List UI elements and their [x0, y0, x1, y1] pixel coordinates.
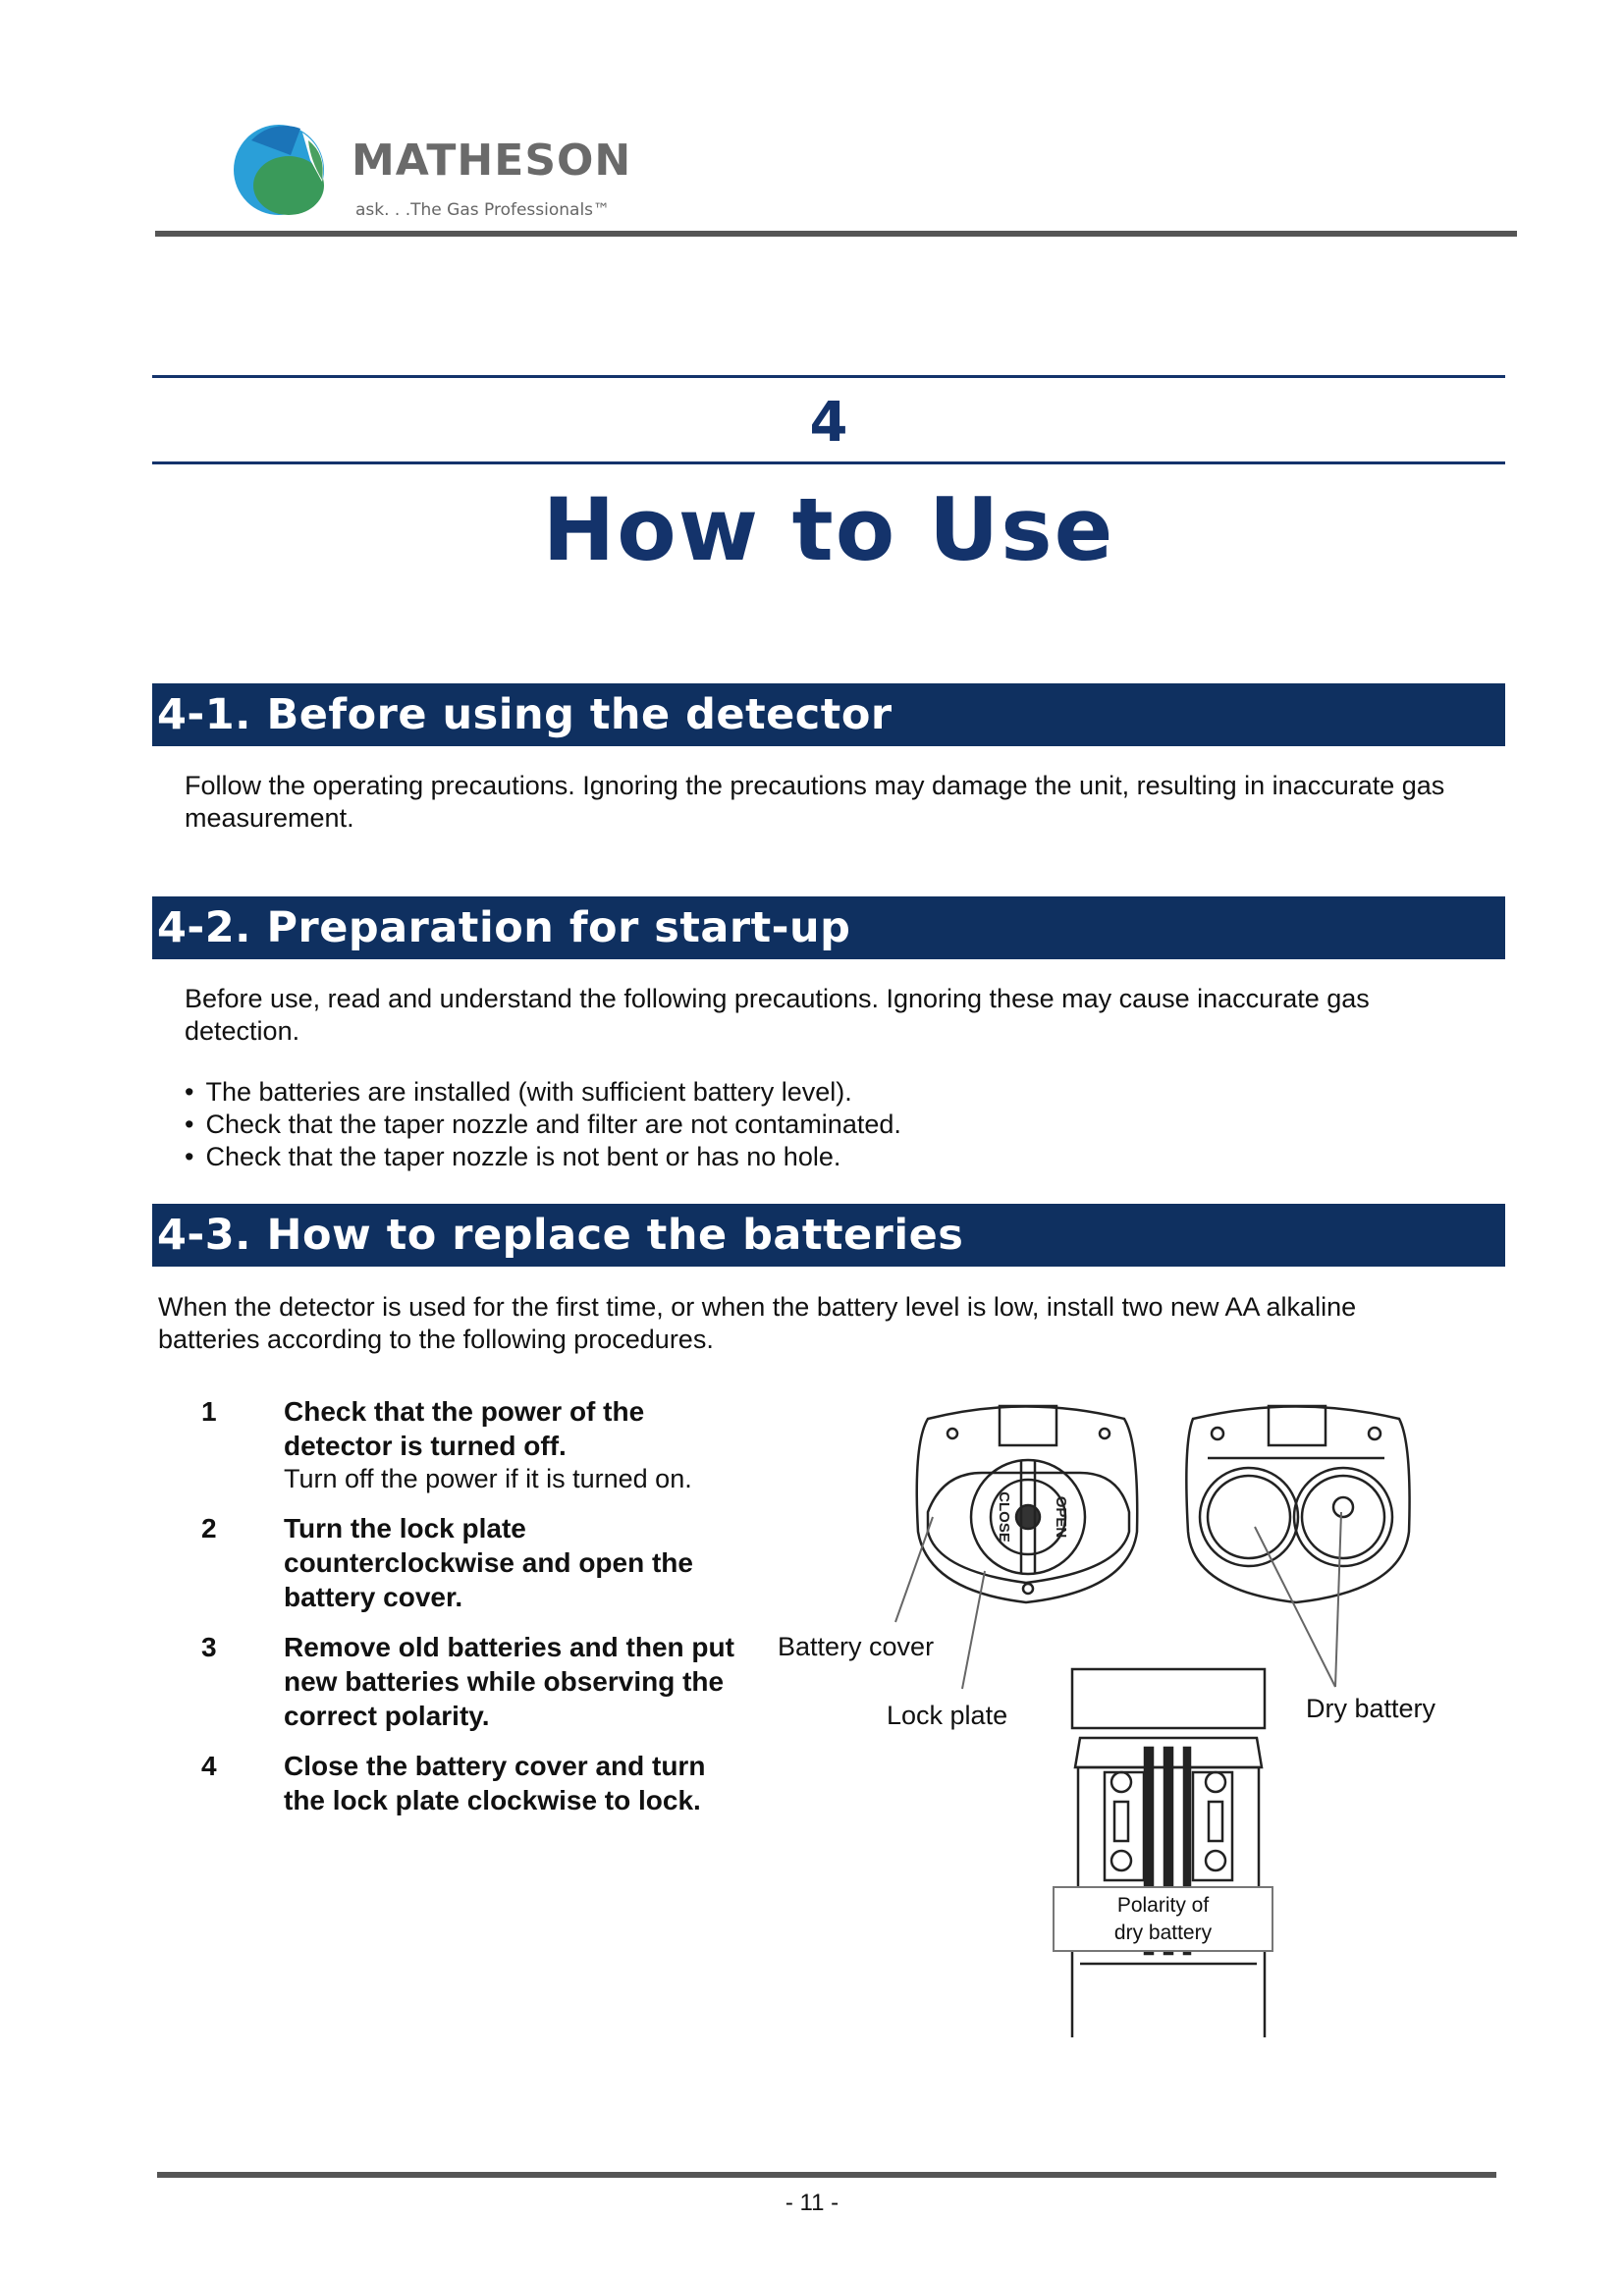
- step-number: 4: [201, 1751, 217, 1781]
- list-item: The batteries are installed (with suffic…: [185, 1076, 901, 1109]
- polarity-callout: Polarity of dry battery: [1053, 1886, 1273, 1952]
- lock-close-label: CLOSE: [996, 1491, 1012, 1543]
- step-3: 3 Remove old batteries and then put new …: [201, 1630, 751, 1733]
- step-number: 3: [201, 1632, 217, 1662]
- footer-rule: [157, 2172, 1496, 2178]
- step-text: Close the battery cover and turn the loc…: [284, 1751, 706, 1815]
- page-number: - 11 -: [785, 2190, 839, 2216]
- section-4-3-paragraph: When the detector is used for the first …: [158, 1292, 1357, 1354]
- list-item: Check that the taper nozzle and filter a…: [185, 1109, 900, 1141]
- step-text: Remove old batteries and then put new ba…: [284, 1632, 734, 1731]
- step-2: 2 Turn the lock plate counterclockwise a…: [201, 1511, 751, 1614]
- chapter-number: 4: [809, 391, 848, 455]
- leader-lines: [894, 1511, 1342, 1690]
- device-battery-view-icon: [1185, 1404, 1411, 1604]
- matheson-logo-icon: [234, 125, 324, 215]
- chapter-rule-top: [152, 375, 1505, 378]
- dry-battery-label: Dry battery: [1306, 1694, 1436, 1723]
- polarity-line-1: Polarity of: [1116, 1894, 1210, 1917]
- lock-open-label: OPEN: [1053, 1496, 1069, 1539]
- section-heading-4-1: 4-1. Before using the detector: [152, 683, 1505, 746]
- step-number: 1: [201, 1396, 217, 1427]
- step-text: Check that the power of the detector is …: [284, 1396, 645, 1461]
- device-side-view-icon: [1070, 1667, 1267, 2037]
- section-4-2-paragraph: Before use, read and understand the foll…: [185, 984, 1370, 1046]
- section-heading-4-2: 4-2. Preparation for start-up: [152, 896, 1505, 959]
- step-subtext: Turn off the power if it is turned on.: [284, 1464, 692, 1493]
- list-item: Check that the taper nozzle is not bent …: [185, 1141, 901, 1173]
- chapter-rule-bottom: [152, 461, 1505, 464]
- battery-steps: 1 Check that the power of the detector i…: [201, 1394, 751, 1833]
- step-number: 2: [201, 1513, 217, 1543]
- device-cover-view-icon: CLOSE OPEN: [915, 1404, 1139, 1604]
- chapter-title: How to Use: [542, 479, 1115, 580]
- section-heading-4-3: 4-3. How to replace the batteries: [152, 1204, 1505, 1267]
- logo-name: MATHESON: [352, 135, 632, 186]
- precaution-list: The batteries are installed (with suffic…: [185, 1076, 901, 1173]
- lock-plate-label: Lock plate: [887, 1701, 1008, 1730]
- polarity-line-2: dry battery: [1113, 1922, 1213, 1944]
- step-4: 4 Close the battery cover and turn the l…: [201, 1749, 751, 1817]
- step-text: Turn the lock plate counterclockwise and…: [284, 1513, 693, 1612]
- logo-tagline: ask. . .The Gas Professionals™: [355, 200, 611, 220]
- section-4-1-paragraph: Follow the operating precautions. Ignori…: [185, 771, 1445, 833]
- battery-cover-label: Battery cover: [778, 1632, 935, 1661]
- header-rule: [155, 231, 1517, 237]
- step-1: 1 Check that the power of the detector i…: [201, 1394, 751, 1495]
